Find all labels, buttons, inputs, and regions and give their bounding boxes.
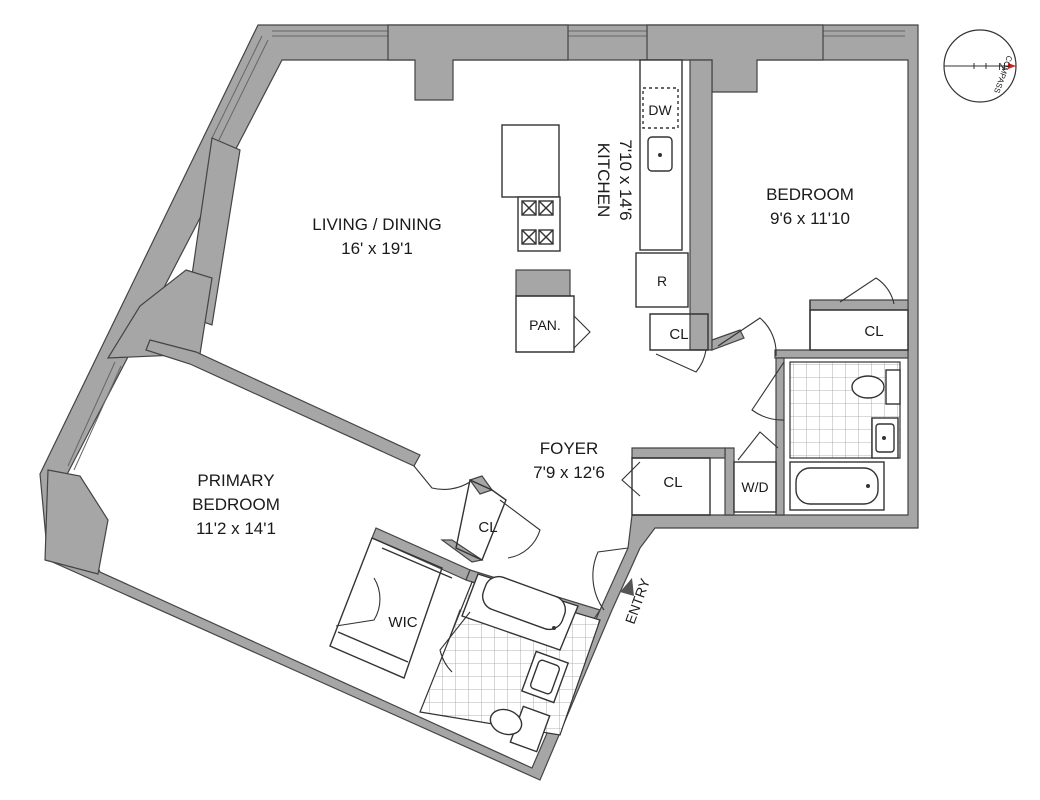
compass-north: N xyxy=(998,62,1005,73)
washer-dryer-label: W/D xyxy=(741,479,768,495)
primary-closet-label: CL xyxy=(478,519,497,536)
kitchen xyxy=(501,59,709,373)
bedroom-dims: 9'6 x 11'10 xyxy=(770,209,850,228)
foyer-closet-label: CL xyxy=(663,474,682,491)
pantry-label: PAN. xyxy=(529,317,561,333)
primary-bedroom-dims: 11'2 x 14'1 xyxy=(196,519,276,538)
primary-suite xyxy=(329,465,601,753)
refrigerator-label: R xyxy=(657,273,667,289)
wall-columns xyxy=(44,24,824,575)
kitchen-closet-label: CL xyxy=(669,326,688,343)
living-room-dims: 16' x 19'1 xyxy=(341,239,413,258)
bedroom xyxy=(717,277,909,357)
walk-in-closet-label: WIC xyxy=(388,614,417,631)
entry-door xyxy=(592,547,634,611)
foyer-dims: 7'9 x 12'6 xyxy=(533,463,605,482)
kitchen-dims: 7'10 x 14'6 xyxy=(616,139,635,220)
entry-arrow-icon xyxy=(620,578,634,596)
laundry xyxy=(621,431,779,516)
hall-bath xyxy=(751,361,901,511)
bedroom-closet-label: CL xyxy=(864,323,883,340)
primary-bedroom-name-1: PRIMARY xyxy=(197,471,274,490)
bedroom-name: BEDROOM xyxy=(766,185,854,204)
foyer-name: FOYER xyxy=(540,439,599,458)
refrigerator xyxy=(635,252,689,308)
compass: N COMPASS xyxy=(943,29,1017,103)
entry-label: ENTRY xyxy=(622,576,653,626)
living-room-name: LIVING / DINING xyxy=(312,215,441,234)
kitchen-name: KITCHEN xyxy=(594,143,613,218)
primary-bedroom-name-2: BEDROOM xyxy=(192,495,280,514)
dishwasher-label: DW xyxy=(648,102,672,118)
